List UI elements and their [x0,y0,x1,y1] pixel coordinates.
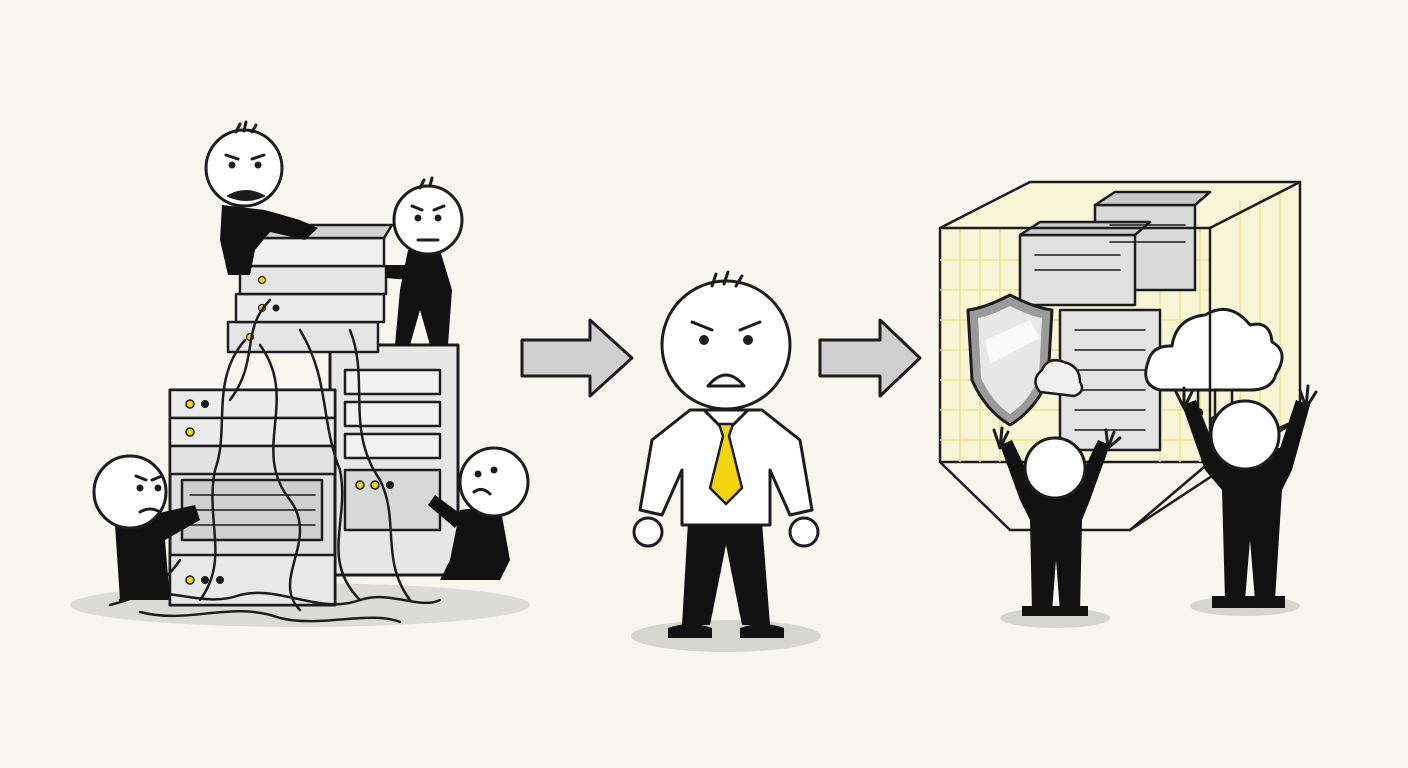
worker-figure-bottom-left [92,454,200,600]
server-rack-front [168,388,337,607]
worker-figure-bottom-right [428,446,530,580]
cloud-icon [1034,359,1084,398]
supporter-head [1209,399,1281,471]
worker-head [392,184,464,256]
supporter-figure-right [1174,384,1318,608]
manager-head [660,279,792,411]
worker-figure-top-right [385,176,464,345]
arrow-right-icon [520,318,634,398]
worker-figure-top-left [204,120,318,275]
shield-icon [966,293,1054,427]
tangled-cables [108,298,442,624]
organized-servers [1018,190,1212,452]
floor-shadow [631,620,821,652]
worker-head [92,454,168,530]
glass-cube [938,180,1302,532]
server-rack-tall [328,343,460,577]
supporter-figure-left [992,426,1122,616]
cloud-cube-panel [938,180,1318,628]
worker-head [458,446,530,518]
arrow-right-icon [818,318,922,398]
manager-figure [631,270,821,652]
yellow-tie [708,422,744,506]
legacy-datacenter-panel [70,120,530,627]
supporter-head [1023,436,1087,500]
